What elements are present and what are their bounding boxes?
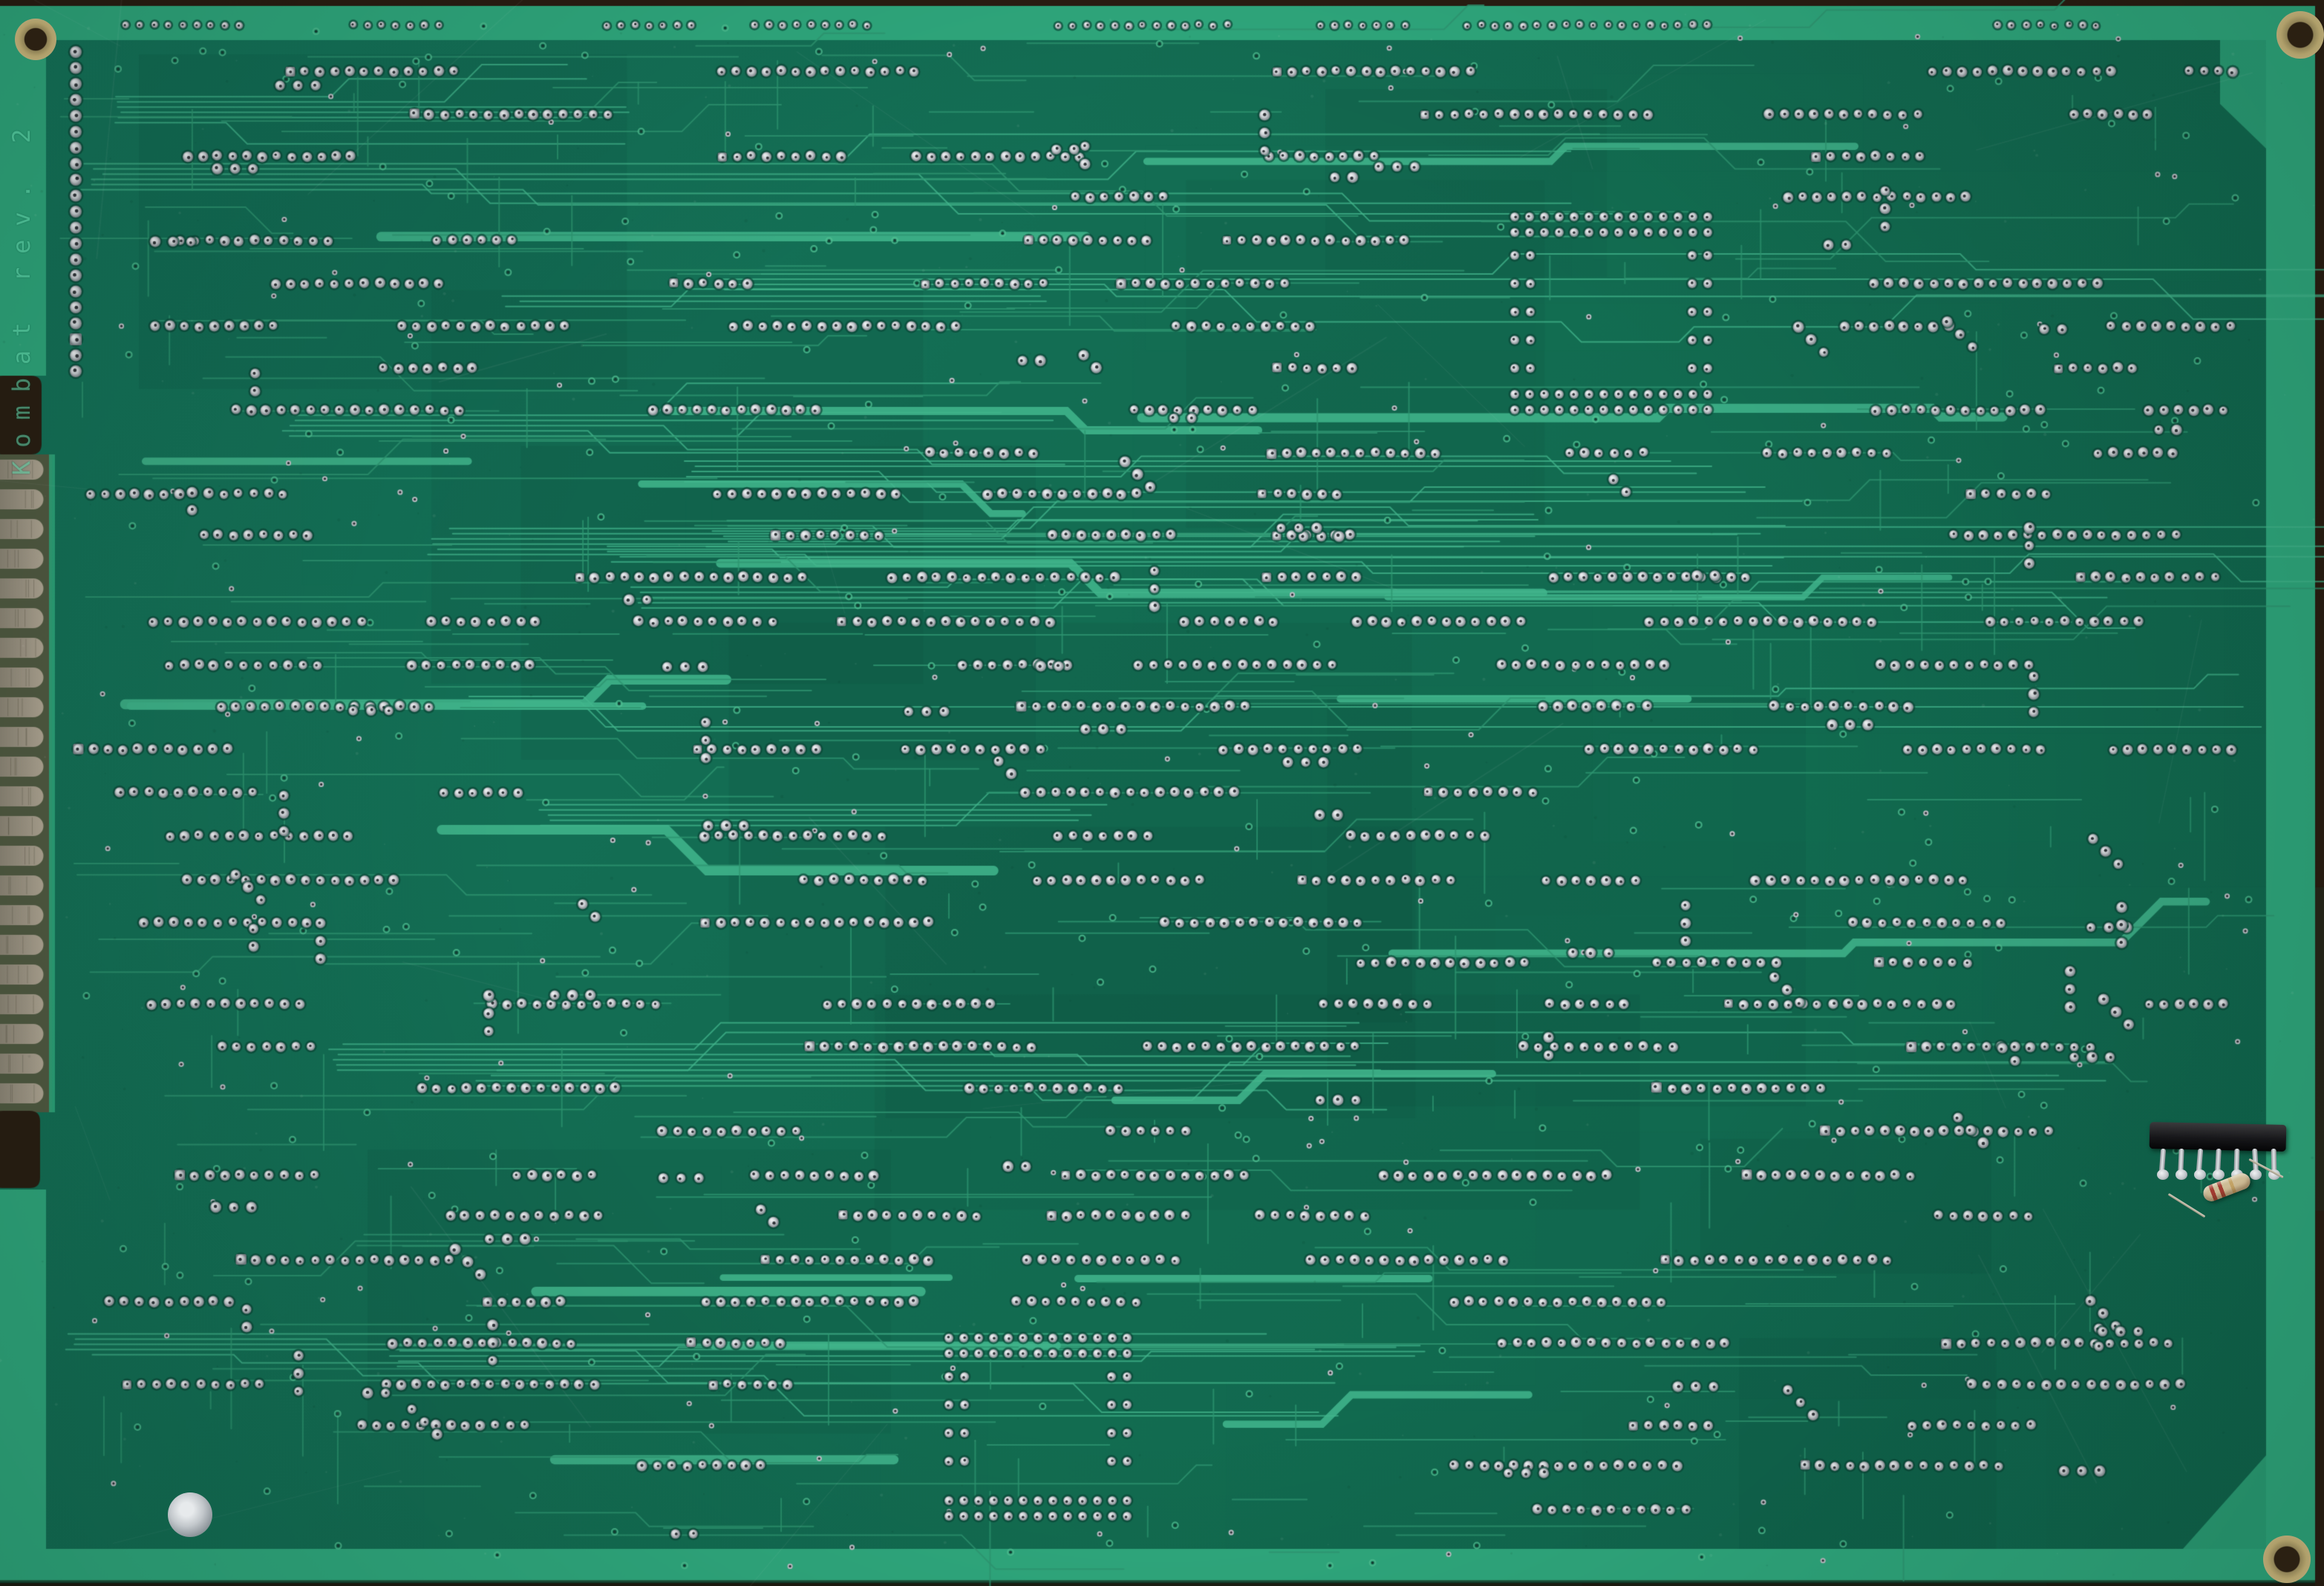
mounting-hole-bottom-right	[2263, 1536, 2311, 1583]
solder-blob	[2194, 1169, 2206, 1180]
axial-resistor	[2167, 1158, 2288, 1229]
edge-connector	[0, 376, 55, 1192]
mounting-hole-top-left	[15, 19, 56, 60]
mounting-hole-bottom-left-solder-filled	[168, 1492, 212, 1537]
resistor-lead-left	[2167, 1192, 2206, 1218]
solder-blob	[2157, 1169, 2169, 1180]
resistor-body	[2201, 1170, 2253, 1204]
solder-blob	[2176, 1169, 2187, 1180]
solder-blob	[2250, 1169, 2262, 1180]
square-ring-footprint-bottom-center	[932, 1325, 1169, 1541]
resistor-network-body	[2149, 1122, 2287, 1152]
square-ring-footprint-top-right	[1500, 204, 1737, 427]
mounting-hole-top-right	[2276, 11, 2324, 59]
solder-blob	[2213, 1169, 2225, 1180]
resistor-lead-right	[2248, 1158, 2284, 1179]
